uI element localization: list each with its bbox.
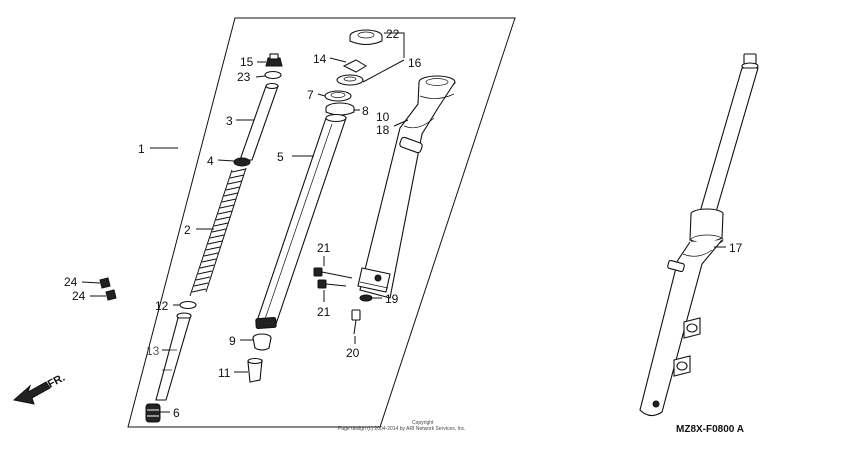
callout-22[interactable]: 22 [386,27,400,41]
callout-12[interactable]: 12 [155,299,169,313]
part-socket-bolt[interactable] [351,309,361,335]
callout-7[interactable]: 7 [307,88,314,102]
part-fork-piston[interactable] [155,312,192,401]
part-cap-upper[interactable] [99,277,111,289]
part-fork-slider[interactable] [357,75,456,299]
callout-18[interactable]: 18 [376,123,390,137]
callout-4[interactable]: 4 [207,154,214,168]
callout-3[interactable]: 3 [226,114,233,128]
callout-15[interactable]: 15 [240,55,254,69]
callout-9[interactable]: 9 [229,334,236,348]
copyright-line-1: Copyright [412,420,434,426]
part-cap-lower[interactable] [105,289,117,301]
part-sealing-washer[interactable] [359,294,373,302]
part-axle-pinch-bolt-lower[interactable] [317,279,347,289]
front-direction-arrow-icon [12,381,51,405]
callout-2[interactable]: 2 [184,223,191,237]
callout-20[interactable]: 20 [346,346,360,360]
callout-21-lower[interactable]: 21 [317,305,331,319]
part-spring-seat[interactable] [233,157,251,167]
callout-10[interactable]: 10 [376,110,390,124]
callout-17[interactable]: 17 [729,241,743,255]
callout-1[interactable]: 1 [138,142,145,156]
part-stopper-cap[interactable] [247,357,263,383]
part-oil-seal-cap[interactable] [349,29,383,46]
part-rebound-spring[interactable] [145,403,161,423]
callout-21-upper[interactable]: 21 [317,241,331,255]
part-oil-lock-piece[interactable] [252,333,272,351]
part-backup-ring[interactable] [324,90,352,102]
part-slider-bushing[interactable] [325,102,355,116]
part-axle-pinch-bolt-upper[interactable] [313,267,353,279]
callout-11[interactable]: 11 [218,366,231,380]
part-fork-spring[interactable] [189,167,247,297]
callout-8[interactable]: 8 [362,104,369,118]
part-spacer-tube[interactable] [239,82,279,161]
assembled-front-fork[interactable] [639,53,759,417]
copyright-line-2: Page design (c) 2004-2014 by ARI Network… [338,426,466,432]
part-oil-seal[interactable] [336,74,364,86]
callout-5[interactable]: 5 [277,150,284,164]
callout-13[interactable]: 13 [146,344,160,358]
drawing-code: MZ8X-F0800 A [676,424,744,435]
callout-24-lower[interactable]: 24 [72,289,86,303]
front-direction-label: FR. [46,372,67,391]
callout-6[interactable]: 6 [173,406,180,420]
part-fork-tube[interactable] [255,113,347,330]
part-fork-bolt[interactable] [265,53,283,67]
part-piston-ring[interactable] [179,300,197,310]
callout-16[interactable]: 16 [408,56,422,70]
callout-23[interactable]: 23 [237,70,251,84]
callout-14[interactable]: 14 [313,52,327,66]
callout-19[interactable]: 19 [385,292,399,306]
part-stopper-ring[interactable] [342,59,367,73]
callout-24-upper[interactable]: 24 [64,275,78,289]
part-o-ring[interactable] [264,70,282,80]
exploded-view-frame [127,17,516,428]
